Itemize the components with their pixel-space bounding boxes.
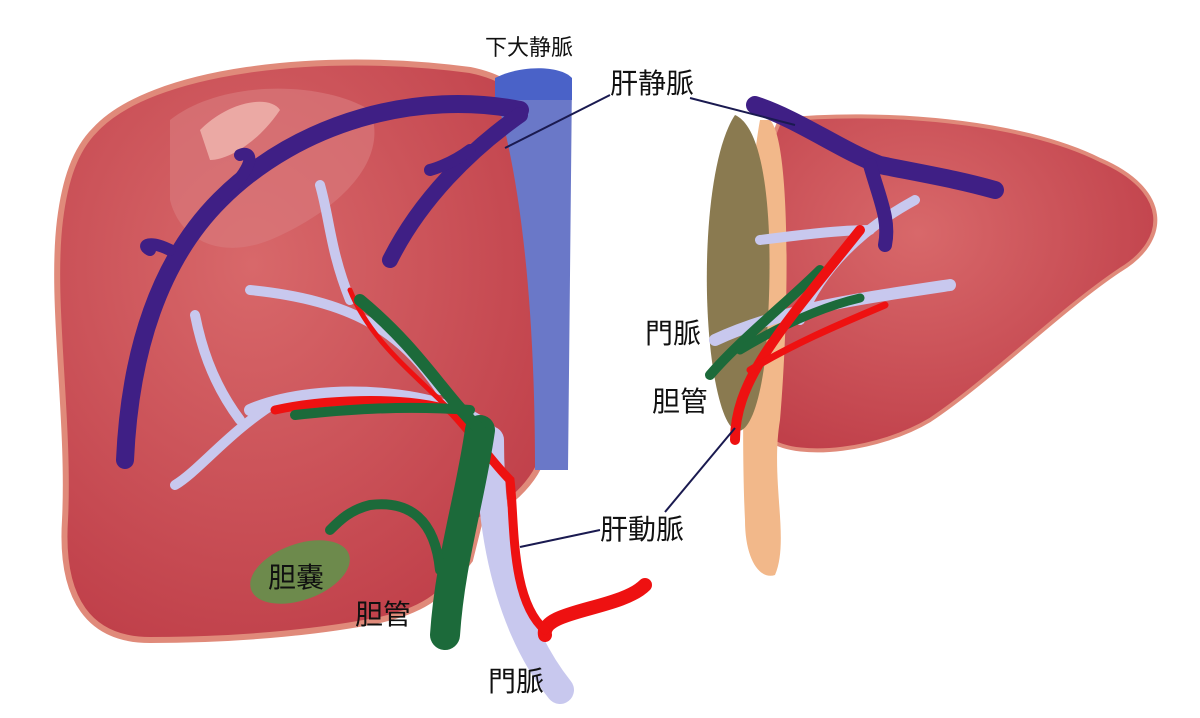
gallbladder bbox=[250, 540, 350, 604]
bile-duct-left bbox=[290, 294, 495, 650]
inferior-vena-cava bbox=[497, 69, 572, 470]
label-inferior-vena-cava: 下大静脈 bbox=[485, 36, 574, 61]
leader-lines bbox=[504, 94, 796, 548]
hepatic-artery-right bbox=[730, 225, 889, 445]
hepatic-vein-right bbox=[746, 96, 1004, 252]
label-hepatic-vein: 肝静脈 bbox=[610, 67, 695, 100]
bare-area bbox=[706, 115, 770, 431]
label-bile-duct-right: 胆管 bbox=[652, 385, 709, 418]
liver-inferior-view bbox=[757, 114, 1158, 453]
inferior-vena-cava-top bbox=[495, 68, 572, 100]
label-portal-vein-right: 門脈 bbox=[645, 317, 702, 350]
hepatic-vein-left bbox=[116, 95, 529, 469]
label-gallbladder: 胆嚢 bbox=[268, 561, 325, 594]
liver-highlight bbox=[200, 101, 280, 160]
bile-duct-right bbox=[705, 265, 865, 380]
label-bile-duct-left: 胆管 bbox=[355, 598, 412, 631]
label-hepatic-artery: 肝動脈 bbox=[600, 513, 685, 546]
label-portal-vein-bottom: 門脈 bbox=[488, 665, 545, 698]
